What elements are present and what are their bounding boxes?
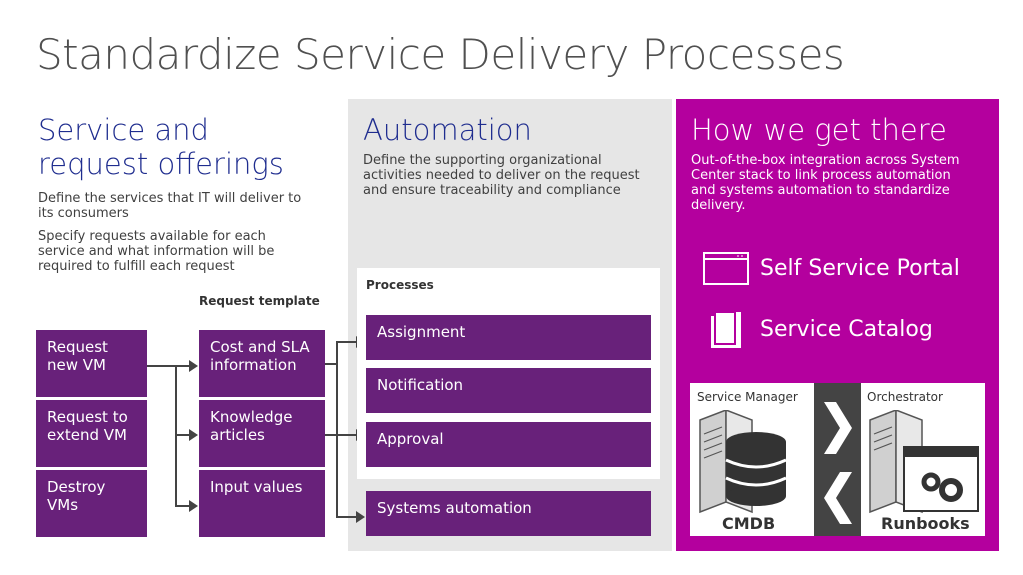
process-item: Approval — [366, 422, 651, 467]
processes-label: Processes — [366, 278, 434, 292]
connector — [175, 365, 177, 507]
process-item: Assignment — [366, 315, 651, 360]
request-label: Request to extend VM — [47, 408, 128, 444]
connector — [325, 434, 337, 436]
self-service-portal: Self Service Portal — [760, 256, 960, 281]
connector — [336, 434, 356, 436]
gears-window-icon — [903, 446, 979, 512]
left-desc-1: Define the services that IT will deliver… — [38, 191, 302, 221]
database-icon — [725, 432, 787, 506]
process-label: Notification — [377, 376, 464, 394]
request-label: Destroy VMs — [47, 478, 106, 514]
process-item: Notification — [366, 368, 651, 413]
right-desc: Out-of-the-box integration across System… — [691, 153, 960, 213]
process-label: Approval — [377, 430, 444, 448]
connector — [147, 365, 176, 367]
request-item: Request new VM — [36, 330, 147, 397]
chevron-right-icon — [824, 402, 852, 454]
template-item: Cost and SLA information — [199, 330, 325, 397]
right-heading: How we get there — [691, 113, 947, 147]
arrow-icon — [356, 511, 365, 523]
template-item-label: Knowledge articles — [210, 408, 293, 444]
middle-desc: Define the supporting organizational act… — [363, 153, 640, 198]
template-item: Input values — [199, 470, 325, 537]
arrow-icon — [189, 429, 198, 441]
arrow-icon — [189, 360, 198, 372]
connector — [175, 505, 189, 507]
template-item-label: Cost and SLA information — [210, 338, 310, 374]
template-item: Knowledge articles — [199, 400, 325, 467]
runbooks-label: Runbooks — [881, 514, 970, 533]
systems-automation: Systems automation — [366, 491, 651, 536]
systems-label: Systems automation — [377, 499, 532, 517]
request-label: Request new VM — [47, 338, 108, 374]
request-item: Request to extend VM — [36, 400, 147, 467]
document-icon — [711, 311, 741, 348]
page-title: Standardize Service Delivery Processes — [36, 30, 845, 79]
connector — [336, 341, 338, 517]
cmdb-label: CMDB — [722, 514, 776, 533]
chevron-left-icon — [824, 472, 852, 524]
middle-heading: Automation — [363, 113, 532, 147]
process-label: Assignment — [377, 323, 466, 341]
left-heading: Service and request offerings — [38, 113, 284, 181]
request-item: Destroy VMs — [36, 470, 147, 537]
service-catalog: Service Catalog — [760, 317, 933, 342]
left-desc-2: Specify requests available for each serv… — [38, 229, 275, 274]
connector — [175, 434, 189, 436]
connector — [336, 516, 356, 518]
orchestrator-label: Orchestrator — [867, 390, 943, 404]
connector — [336, 341, 356, 343]
arrow-icon — [189, 500, 198, 512]
template-item-label: Input values — [210, 478, 303, 496]
template-label: Request template — [199, 294, 320, 308]
connector — [325, 363, 337, 365]
connector — [175, 365, 189, 367]
window-icon — [703, 252, 749, 285]
service-manager-label: Service Manager — [697, 390, 798, 404]
